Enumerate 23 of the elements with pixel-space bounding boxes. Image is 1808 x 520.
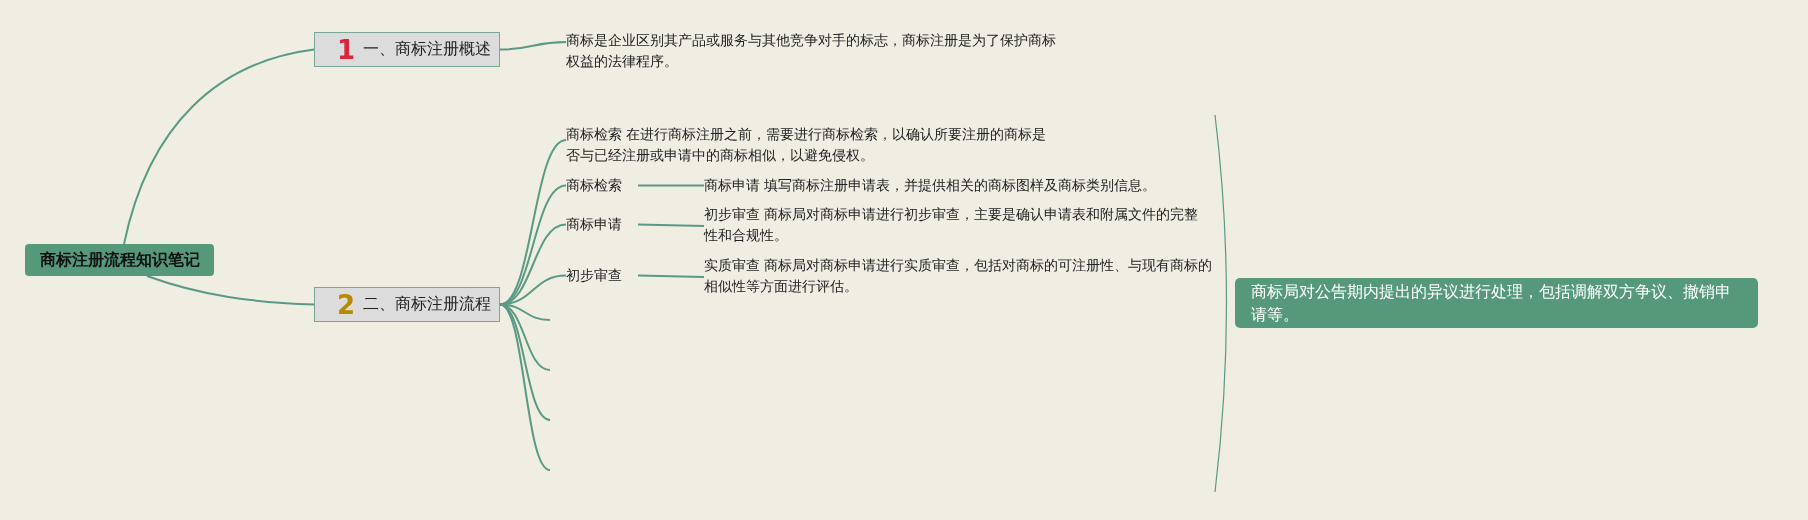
connector-line xyxy=(123,48,315,245)
connector-line xyxy=(637,223,705,227)
note-text: 商标检索 在进行商标注册之前，需要进行商标检索，以确认所要注册的商标是否与已经注册或申请中的商标相似，以避免侵权。 xyxy=(566,124,1054,168)
connector-line xyxy=(637,184,705,187)
priority-number: 1 xyxy=(337,34,356,65)
connector-line xyxy=(499,41,567,51)
topic-label: 二、商标注册流程 xyxy=(363,294,492,314)
summary-box: 商标局对公告期内提出的异议进行处理，包括调解双方争议、撤销申请等。 xyxy=(1235,278,1758,328)
connector-line xyxy=(499,303,551,471)
central-topic-box: 商标注册流程知识笔记 xyxy=(25,244,214,276)
connector-line xyxy=(637,274,705,278)
note-text: 初步审查 商标局对商标申请进行初步审查，主要是确认申请表和附属文件的完整性和合规性。 xyxy=(704,204,1204,248)
note-text: 商标申请 xyxy=(566,214,638,235)
priority-number: 2 xyxy=(337,289,356,320)
note-text: 商标检索 xyxy=(566,175,638,196)
note-text: 商标是企业区别其产品或服务与其他竞争对手的标志，商标注册是为了保护商标权益的法律程序。 xyxy=(566,30,1066,74)
note-text: 实质审查 商标局对商标申请进行实质审查，包括对商标的可注册性、与现有商标的相似性等方面进行评估。 xyxy=(704,255,1214,299)
note-text: 初步审查 xyxy=(566,265,638,286)
connector-line xyxy=(146,275,315,306)
topic-box xyxy=(314,287,500,322)
topic-label: 一、商标注册概述 xyxy=(363,39,492,59)
topic-box xyxy=(314,32,500,67)
note-text: 商标申请 填写商标注册申请表，并提供相关的商标图样及商标类别信息。 xyxy=(704,175,1184,196)
